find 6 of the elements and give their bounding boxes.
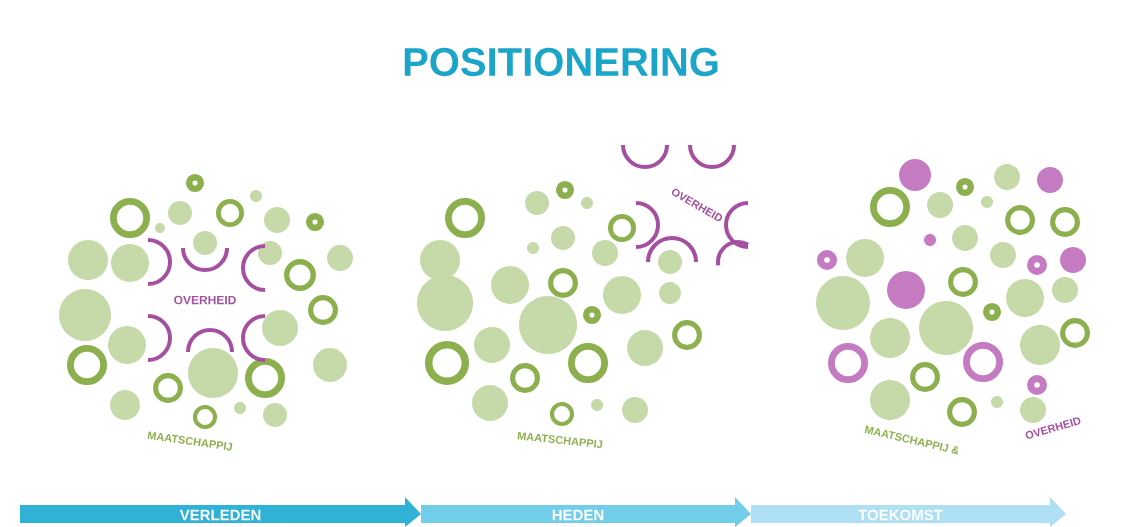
group-label: MAATSCHAPPIJ <box>517 431 603 449</box>
group-label: OVERHEID <box>174 295 236 305</box>
title: POSITIONERING <box>404 47 718 77</box>
timeline-band: HEDEN <box>421 497 751 527</box>
timeline-band: TOEKOMST <box>751 497 1066 527</box>
timeline-band: VERLEDEN <box>20 497 421 527</box>
